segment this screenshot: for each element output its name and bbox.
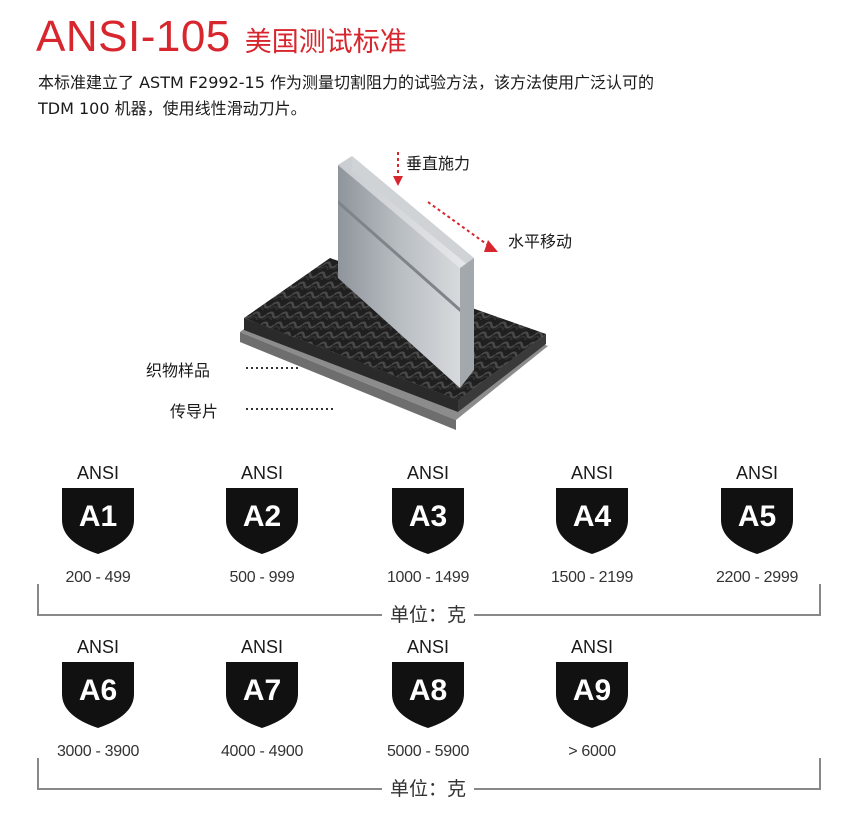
ansi-badge-3: ANSI A9 <box>552 636 632 730</box>
badge-prefix: ANSI <box>570 463 613 483</box>
header: ANSI-105 美国测试标准 <box>36 12 407 62</box>
badge-prefix: ANSI <box>76 637 119 657</box>
badge-code: A4 <box>573 500 612 533</box>
badge-prefix: ANSI <box>570 637 613 657</box>
badge-range-3: 1500 - 2199 <box>550 569 634 586</box>
badge-range-1: 4000 - 4900 <box>220 743 304 760</box>
shield-icon: A7 <box>226 662 298 728</box>
shield-icon: A2 <box>226 488 298 554</box>
ansi-badge-0: ANSI A1 <box>58 462 138 556</box>
badge-code: A2 <box>243 500 281 533</box>
badge-code: A8 <box>409 674 447 707</box>
page-title: ANSI-105 <box>36 12 231 61</box>
shield-icon: A6 <box>62 662 134 728</box>
badge-range-0: 200 - 499 <box>65 569 131 586</box>
ansi-badge-2: ANSI A3 <box>388 462 468 556</box>
conductive-sheet-shape <box>240 266 548 430</box>
blade-shape <box>338 156 474 388</box>
description: 本标准建立了 ASTM F2992-15 作为测量切割阻力的试验方法，该方法使用… <box>38 70 808 122</box>
badge-prefix: ANSI <box>240 637 283 657</box>
shield-icon: A1 <box>62 488 134 554</box>
ansi-badge-1: ANSI A7 <box>222 636 302 730</box>
shield-icon: A8 <box>392 662 464 728</box>
ansi-badge-1: ANSI A2 <box>222 462 302 556</box>
horizontal-move-arrow <box>427 201 498 252</box>
badge-prefix: ANSI <box>240 463 283 483</box>
badge-range-2: 1000 - 1499 <box>386 569 470 586</box>
shield-icon: A5 <box>721 488 793 554</box>
badge-code: A9 <box>573 674 611 707</box>
ansi-badge-0: ANSI A6 <box>58 636 138 730</box>
badge-code: A6 <box>79 674 117 707</box>
ansi-badge-4: ANSI A5 <box>717 462 797 556</box>
shield-icon: A9 <box>556 662 628 728</box>
vertical-force-arrow <box>393 152 403 186</box>
description-line-1: 本标准建立了 ASTM F2992-15 作为测量切割阻力的试验方法，该方法使用… <box>38 73 654 92</box>
badge-prefix: ANSI <box>735 463 778 483</box>
badge-code: A1 <box>79 500 117 533</box>
badge-range-3: > 6000 <box>568 743 616 760</box>
shield-icon: A3 <box>392 488 464 554</box>
fabric-sample-shape <box>244 258 546 412</box>
shield-icon: A4 <box>556 488 628 554</box>
badge-code: A5 <box>738 500 776 533</box>
badge-code: A7 <box>243 674 281 707</box>
badge-prefix: ANSI <box>406 463 449 483</box>
badge-range-1: 500 - 999 <box>229 569 295 586</box>
description-line-2: TDM 100 机器，使用线性滑动刀片。 <box>38 99 307 118</box>
label-vertical-force: 垂直施力 <box>406 154 471 173</box>
label-fabric-sample: 织物样品 <box>146 361 211 380</box>
row1-unit-label: 单位：克 <box>382 600 475 627</box>
badge-range-4: 2200 - 2999 <box>715 569 799 586</box>
badge-range-0: 3000 - 3900 <box>56 743 140 760</box>
badge-code: A3 <box>409 500 447 533</box>
label-conductive-sheet: 传导片 <box>170 402 219 421</box>
badge-prefix: ANSI <box>406 637 449 657</box>
badge-prefix: ANSI <box>76 463 119 483</box>
badge-range-2: 5000 - 5900 <box>386 743 470 760</box>
ansi-badge-2: ANSI A8 <box>388 636 468 730</box>
ansi-badge-3: ANSI A4 <box>552 462 632 556</box>
row2-unit-label: 单位：克 <box>382 774 475 801</box>
label-horizontal-move: 水平移动 <box>508 232 573 251</box>
page-subtitle: 美国测试标准 <box>244 27 407 58</box>
